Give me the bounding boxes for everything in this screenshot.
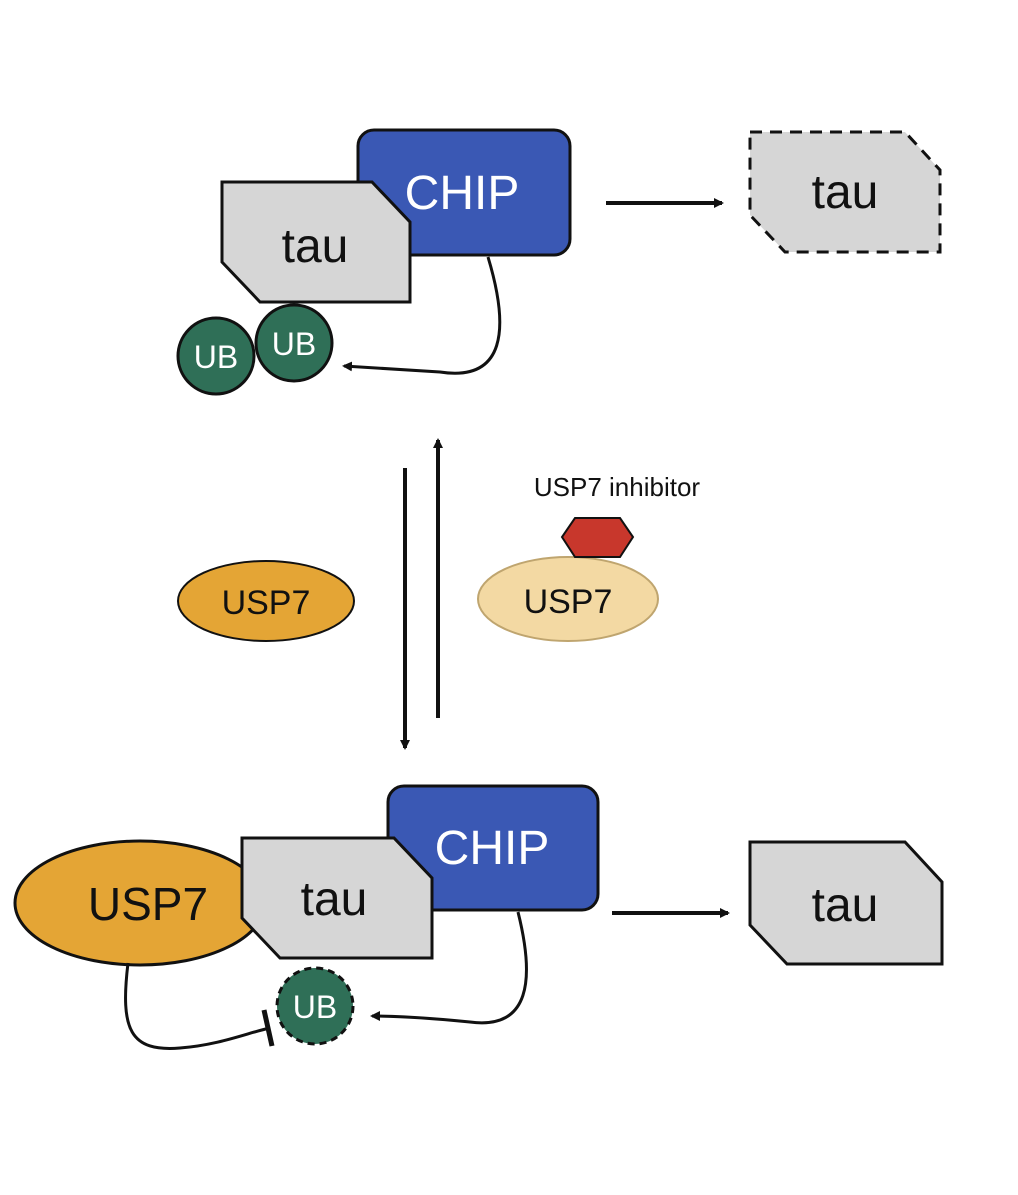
degraded-tau: tau — [748, 130, 942, 254]
tau-block-bottom — [240, 836, 434, 960]
usp7-label-inhibited: USP7 — [524, 583, 613, 621]
usp7-ellipse-inhibited — [477, 556, 659, 642]
usp7-free: USP7 — [177, 560, 355, 642]
ub-circle-top-right — [254, 303, 334, 383]
usp7-inhibitor-label: USP7 inhibitor — [534, 472, 701, 502]
usp7-label-bottom: USP7 — [88, 878, 208, 930]
ub-label-top-right: UB — [272, 326, 316, 362]
usp7-inhibited: USP7 — [477, 517, 659, 642]
stabilized-tau-shape — [748, 840, 944, 966]
usp7-label-free: USP7 — [222, 584, 311, 622]
chip-label-bottom: CHIP — [435, 822, 550, 875]
ub-circle-bottom — [275, 966, 355, 1046]
chip-label-top: CHIP — [405, 167, 520, 220]
degraded-tau-shape — [748, 130, 942, 254]
tau-label-top: tau — [282, 220, 349, 273]
tau-label-bottom: tau — [301, 873, 368, 926]
inhibitor-hexagon — [560, 517, 635, 558]
tau-block-top — [220, 180, 412, 304]
deubiquitination-inhibition-line — [124, 962, 271, 1050]
inhibition-bar — [261, 1009, 275, 1047]
degraded-tau-label: tau — [812, 166, 879, 219]
usp7-ellipse-free — [177, 560, 355, 642]
ubiquitination-arrow-bottom — [370, 911, 528, 1025]
bottom-complex: CHIP USP7 tau UB — [13, 784, 600, 1050]
top-complex: CHIP tau UB UB — [176, 128, 572, 396]
stabilized-tau: tau — [748, 840, 944, 966]
ub-circle-top-left — [176, 316, 256, 396]
stabilized-tau-label: tau — [812, 879, 879, 932]
ubiquitination-arrow-top — [342, 256, 502, 375]
ub-label-top-left: UB — [194, 339, 238, 375]
ub-label-bottom: UB — [293, 989, 337, 1025]
